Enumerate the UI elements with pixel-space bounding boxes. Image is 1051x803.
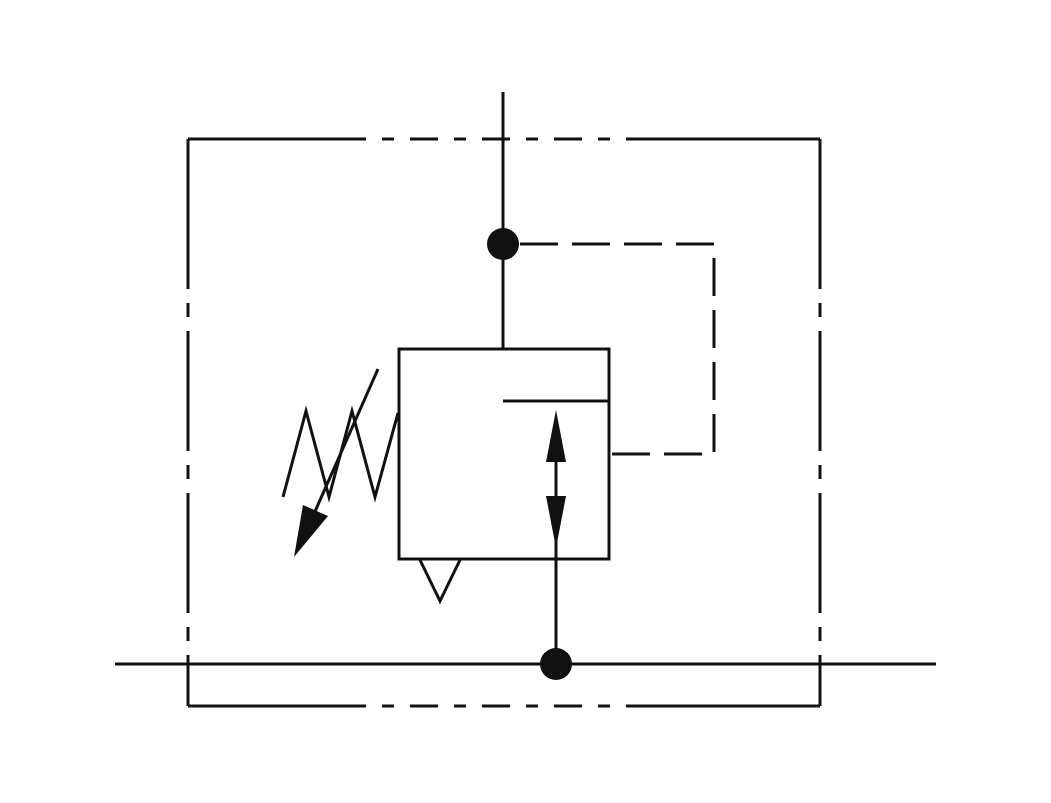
flow-arrow-down-icon <box>546 496 566 548</box>
junction-dot-bottom <box>540 648 572 680</box>
valve-body <box>397 347 611 561</box>
junction-dot-top <box>487 228 519 260</box>
adjustment-arrow-shaft <box>311 368 380 517</box>
flow-arrow-up-icon <box>546 410 566 462</box>
drain-port-icon <box>418 559 462 605</box>
adjustment-arrow-head-icon <box>294 505 328 557</box>
